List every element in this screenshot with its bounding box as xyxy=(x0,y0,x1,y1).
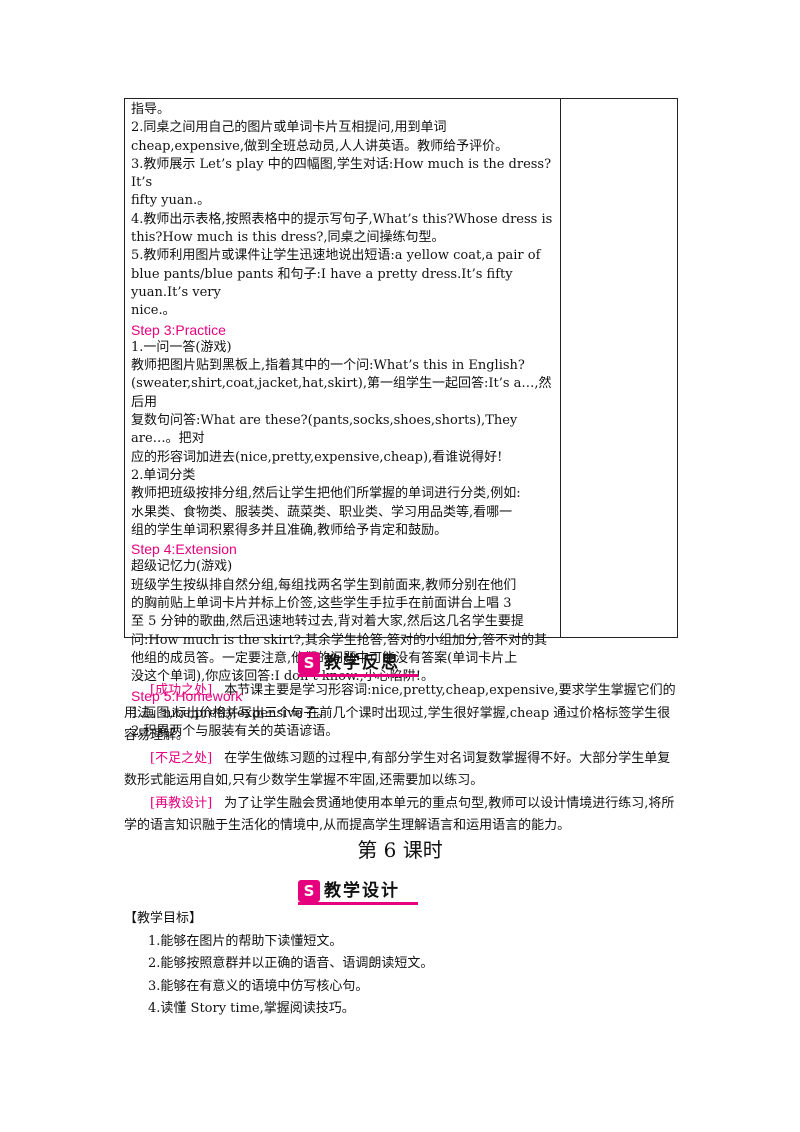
step-heading: Step 4:Extension xyxy=(131,541,237,558)
reflection-tag: [成功之处] xyxy=(150,683,213,698)
table-line: 2.同桌之间用自己的图片或单词卡片互相提问,用到单词 xyxy=(131,120,447,136)
objectives-section: 【教学目标】 1.能够在图片的帮助下读懂短文。 2.能够按照意群并以正确的语音、语… xyxy=(124,908,678,1021)
table-line: 教师把图片贴到黑板上,指着其中的一个问:What’s this in Engli… xyxy=(131,358,525,374)
reflection-paragraph: [成功之处] 本节课主要是学习形容词:nice,pretty,cheap,expe… xyxy=(124,680,678,748)
reflection-tag: [再教设计] xyxy=(150,795,213,811)
table-line: 2.积累两个与服装有关的英语谚语。 xyxy=(131,724,339,740)
reflection-text: 用法。nice,pretty,expensive 在前几个课时出现过,学生很好掌… xyxy=(124,705,671,721)
banner-underline xyxy=(298,902,418,905)
design-banner-title: 教学设计 xyxy=(324,881,400,901)
table-line: 水果类、食物类、服装类、蔬菜类、职业类、学习用品类等,看哪一 xyxy=(131,504,513,520)
table-line: 他组的成员答。一定要注意,他们的问题中可能没有答案(单词卡片上 xyxy=(131,650,518,666)
table-line: 1.画图,标出价格并写出三个句子。 xyxy=(131,705,330,721)
objective-item: 3.能够在有意义的语境中仿写核心句。 xyxy=(148,978,369,994)
table-line: 4.教师出示表格,按照表格中的提示写句子,What’s this?Whose d… xyxy=(131,211,553,227)
table-line: 至 5 分钟的歌曲,然后迅速地转过去,背对着大家,然后这几名学生要提 xyxy=(131,614,524,630)
table-line: 问:How much is the skirt?,其余学生抢答,答对的小组加分,… xyxy=(131,632,548,648)
objective-item: 4.读懂 Story time,掌握阅读技巧。 xyxy=(148,1001,355,1016)
lesson-plan-table: 指导。 2.同桌之间用自己的图片或单词卡片互相提问,用到单词 cheap,expen… xyxy=(124,98,678,739)
table-line: 复数句问答:What are these?(pants,socks,shoes,… xyxy=(131,413,518,447)
objective-item: 1.能够在图片的帮助下读懂短文。 xyxy=(148,933,343,949)
table-line: 没这个单词),你应该回答:I don’t know.,小心陷阱!。 xyxy=(131,669,435,685)
table-line: 的胸前贴上单词卡片并标上价签,这些学生手拉手在前面讲台上唱 3 xyxy=(131,596,512,612)
reflection-paragraph: [不足之处] 在学生做练习题的过程中,有部分学生对名词复数掌握得不好。大部分学生单… xyxy=(124,748,678,793)
table-line: 3.教师展示 Let’s play 中的四幅图,学生对话:How much is… xyxy=(131,156,552,191)
table-line: nice.。 xyxy=(131,303,176,319)
objectives-list: 1.能够在图片的帮助下读懂短文。 2.能够按照意群并以正确的语音、语调朗读短文。 3… xyxy=(124,931,678,1021)
table-line: 班级学生按纵排自然分组,每组找两名学生到前面来,教师分别在他们 xyxy=(131,577,517,593)
reflection-paragraph: [再教设计] 为了让学生融会贯通地使用本单元的重点句型,教师可以设计情境进行练习,… xyxy=(124,793,678,838)
reflection-section: [成功之处] 本节课主要是学习形容词:nice,pretty,cheap,expe… xyxy=(124,680,678,838)
step-heading: Step 5:Homework xyxy=(131,687,243,704)
table-column-divider xyxy=(560,99,561,637)
table-line: 组的学生单词积累得多并且准确,教师给予肯定和鼓励。 xyxy=(131,522,448,538)
reflection-text: 为了让学生融会贯通地使用本单元的重点句型,教师可以设计情境进行练 xyxy=(224,795,632,811)
table-line: 1.一问一答(游戏) xyxy=(131,339,232,355)
reflection-text: 本节课主要是学习形容词:nice,pretty,cheap,expensive,… xyxy=(224,683,676,698)
reflection-text: 生单复数形式能运用自如,只有少数学生掌握不牢固,还需要加以练习。 xyxy=(124,750,671,789)
reflection-text: 容易理解。 xyxy=(124,728,190,743)
s-logo-icon: S xyxy=(298,652,320,674)
objective-item: 2.能够按照意群并以正确的语音、语调朗读短文。 xyxy=(148,956,434,971)
reflection-text: 在学生做练习题的过程中,有部分学生对名词复数掌握得不好。大部分学 xyxy=(224,750,632,766)
table-line: (sweater,shirt,coat,jacket,hat,skirt),第一… xyxy=(131,376,552,410)
lesson-title: 第 6 课时 xyxy=(357,838,443,862)
table-line: 应的形容词加进去(nice,pretty,expensive,cheap),看谁… xyxy=(131,449,503,465)
table-line: fifty yuan.。 xyxy=(131,193,211,209)
step-heading: Step 3:Practice xyxy=(131,321,226,338)
table-line: 教师把班级按排分组,然后让学生把他们所掌握的单词进行分类,例如: xyxy=(131,486,521,502)
table-line: blue pants/blue pants 和句子:I have a prett… xyxy=(131,266,513,300)
reflection-banner: S 教学反思 xyxy=(298,648,418,677)
reflection-tag: [不足之处] xyxy=(150,750,213,766)
design-banner: S 教学设计 xyxy=(298,876,418,905)
table-line: cheap,expensive,做到全班总动员,人人讲英语。教师给予评价。 xyxy=(131,138,509,154)
banner-underline xyxy=(298,674,418,677)
objectives-header: 【教学目标】 xyxy=(124,911,203,926)
table-line: 5.教师利用图片或课件让学生迅速地说出短语:a yellow coat,a pa… xyxy=(131,248,541,264)
table-line: this?How much is this dress?,同桌之间操练句型。 xyxy=(131,230,445,246)
table-line: 超级记忆力(游戏) xyxy=(131,559,233,575)
reflection-text: 习,将所学的语言知识融于生活化的情境中,从而提高学生理解语言和运用语言的能力。 xyxy=(124,795,675,834)
table-line: 指导。 xyxy=(131,102,171,117)
teaching-steps-cell: 指导。 2.同桌之间用自己的图片或单词卡片互相提问,用到单词 cheap,expen… xyxy=(131,101,556,741)
s-logo-icon: S xyxy=(298,880,320,902)
table-line: 2.单词分类 xyxy=(131,467,196,483)
reflection-banner-title: 教学反思 xyxy=(324,653,400,673)
